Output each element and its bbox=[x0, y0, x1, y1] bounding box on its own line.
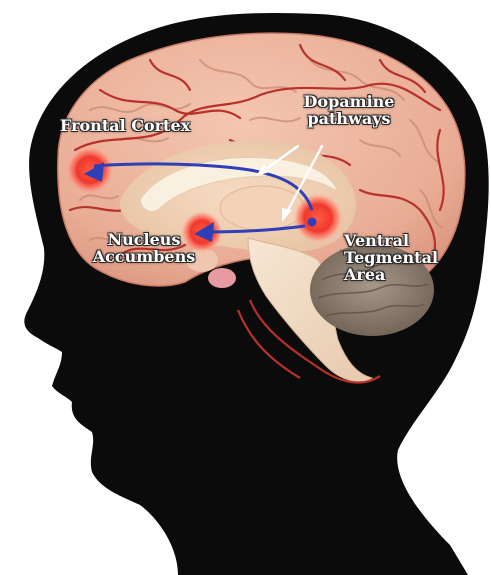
dopamine-pathways-line-2: pathways bbox=[296, 110, 402, 127]
pathway-origin-icon bbox=[308, 218, 317, 227]
ventral-tegmental-area-line-2: Tegmental bbox=[344, 249, 438, 266]
nucleus-accumbens-line-1: Nucleus bbox=[80, 231, 208, 248]
pituitary bbox=[208, 268, 236, 288]
nucleus-accumbens-line-2: Accumbens bbox=[80, 248, 208, 265]
ventral-tegmental-area-line-3: Area bbox=[344, 266, 438, 283]
ventral-tegmental-area-marker bbox=[293, 193, 343, 243]
frontal-cortex-label: Frontal Cortex bbox=[60, 117, 190, 134]
dopamine-pathways-line-1: Dopamine bbox=[296, 93, 402, 110]
frontal-cortex-marker bbox=[66, 146, 114, 194]
ventral-tegmental-area-label: Ventral Tegmental Area bbox=[344, 232, 438, 283]
dopamine-pathways-label: Dopamine pathways bbox=[296, 93, 402, 127]
thalamus bbox=[220, 186, 304, 230]
nucleus-accumbens-label: Nucleus Accumbens bbox=[80, 231, 208, 265]
frontal-cortex-text: Frontal Cortex bbox=[60, 116, 190, 135]
ventral-tegmental-area-line-1: Ventral bbox=[344, 232, 438, 249]
